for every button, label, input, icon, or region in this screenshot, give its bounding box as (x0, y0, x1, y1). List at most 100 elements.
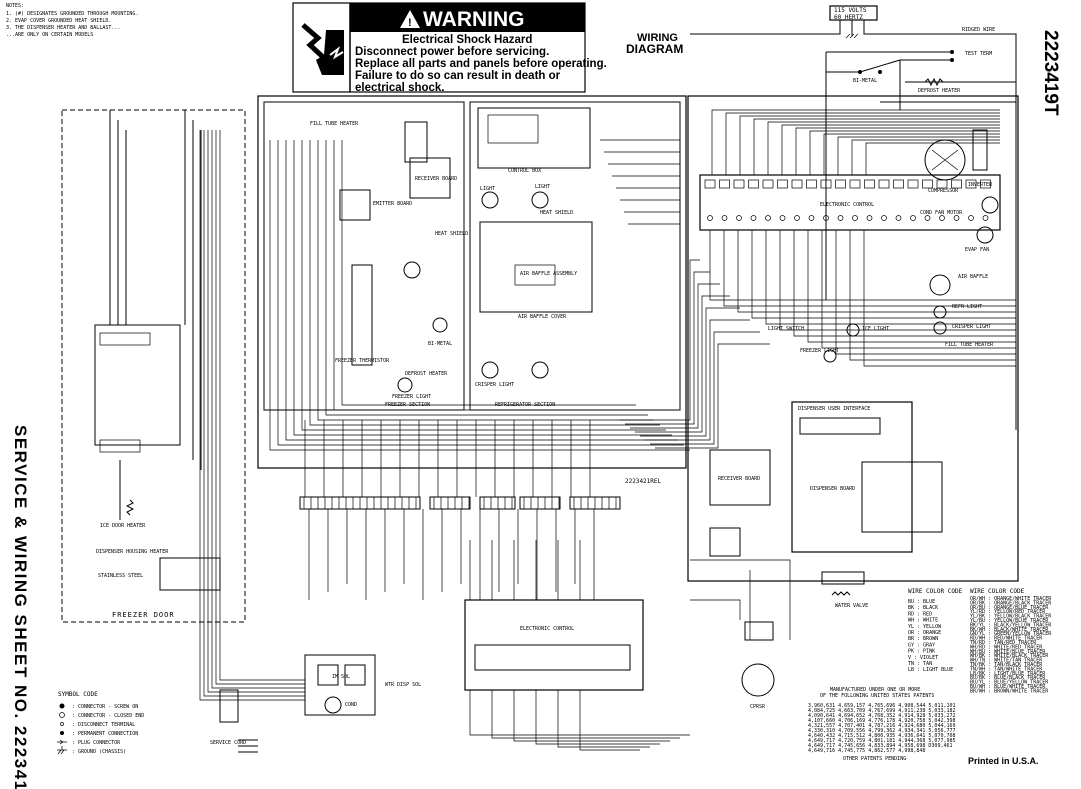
main-frame (257, 95, 687, 469)
board-pin (864, 179, 875, 189)
wire (380, 420, 386, 592)
wire (513, 420, 519, 584)
wire (203, 130, 305, 697)
harness-connectors (299, 496, 621, 510)
wire (301, 140, 666, 431)
wire (437, 420, 443, 592)
wire (837, 136, 1000, 175)
wire (494, 420, 500, 592)
svg-text:RECEIVER BOARD: RECEIVER BOARD (415, 176, 457, 182)
connector-block (479, 496, 516, 510)
svg-text:LIGHT: LIGHT (535, 184, 550, 190)
board-pin (907, 179, 919, 189)
svg-text:NOTES:: NOTES: (6, 3, 24, 9)
wire (199, 130, 305, 701)
wire (795, 127, 1000, 175)
solenoids: IM SOL WTR DISP SOL COND (304, 654, 421, 716)
tracer-code-entry: WH/RD : WHITE/RED TRACER (970, 644, 1043, 650)
wire (323, 420, 329, 592)
ground-icon (57, 746, 67, 755)
board-pin (806, 179, 817, 189)
svg-text:TEST TERM: TEST TERM (965, 51, 992, 57)
bottom-electronic-control: ELECTRONIC CONTROL (464, 599, 644, 691)
board-terminal (953, 215, 960, 221)
air-baffle-motor: AIR BAFFLE (929, 274, 988, 296)
wire (765, 230, 1016, 325)
board-pin (719, 179, 730, 189)
wire (709, 230, 1016, 301)
svg-text:Replace all parts and panels b: Replace all parts and panels before oper… (355, 58, 607, 70)
svg-text:ICE DOOR HEATER: ICE DOOR HEATER (100, 523, 146, 529)
right-frame (687, 95, 1019, 582)
board-pin (951, 179, 962, 189)
patent-row: 4,649,716 4,745,775 4,862,577 4,998,848 (808, 748, 925, 754)
svg-text:FREEZER THERMISTOR: FREEZER THERMISTOR (335, 358, 390, 364)
svg-text:COND FAN MOTOR: COND FAN MOTOR (920, 210, 963, 216)
tracer-code-entry: BK/WH : BLACK/WHITE TRACER (970, 627, 1049, 633)
defrost-heater-icon (924, 77, 944, 87)
wire (475, 420, 481, 600)
water-valve: WATER VALVE (821, 571, 868, 609)
wire (211, 130, 305, 689)
board-pin (893, 179, 904, 189)
svg-text:Electrical Shock Hazard: Electrical Shock Hazard (402, 34, 532, 46)
board-pin (849, 179, 861, 189)
board-terminal (837, 215, 844, 221)
wire (491, 540, 680, 739)
svg-text:WATER VALVE: WATER VALVE (835, 603, 868, 609)
svg-text:60 HERTZ: 60 HERTZ (834, 14, 863, 21)
tracer-code-entry: LB/BK : LIGHT/BLUE TRACER (970, 671, 1046, 677)
svg-text:IM SOL: IM SOL (332, 674, 350, 680)
connector-block (519, 496, 561, 510)
permanent-connection-icon (60, 731, 64, 735)
color-code-entry: WH : WHITE (908, 618, 938, 624)
wire (650, 331, 760, 445)
svg-text:AIR BAFFLE COVER: AIR BAFFLE COVER (518, 314, 567, 320)
control-box: CONTROL BOX (477, 107, 591, 174)
wire (737, 230, 1016, 313)
service-cord: SERVICE CORD (210, 689, 258, 753)
connector-screw-on-icon (59, 703, 65, 709)
wire (620, 259, 700, 421)
tracer-code-entry: BU/BK : BLUE/BLACK TRACER (970, 675, 1046, 681)
electrical-shock-hand-icon (301, 23, 344, 75)
color-code-entry: PK : PINK (908, 649, 935, 655)
tracer-code-entry: WH/TN : WHITE/TAN TRACER (970, 658, 1043, 664)
patent-row: 4,321,557 4,707,401 4,787,216 4,924,680 … (808, 723, 956, 729)
svg-text:ELECTRONIC CONTROL: ELECTRONIC CONTROL (520, 626, 574, 632)
part-number-label: 2223421REL (625, 478, 662, 485)
inverter-cprsr: CPRSR (741, 621, 775, 710)
refrigerator-light: LIGHT LIGHT HEAT SHIELD (480, 184, 573, 216)
svg-text:REFR LIGHT: REFR LIGHT (952, 304, 982, 310)
wire (725, 112, 1000, 175)
wire (690, 559, 791, 640)
svg-text:EVAP FAN: EVAP FAN (965, 247, 989, 253)
wire (317, 140, 654, 421)
refrigerator-section-box (469, 101, 681, 411)
svg-text:MANUFACTURED UNDER ONE OR MORE: MANUFACTURED UNDER ONE OR MORE (830, 687, 920, 693)
tracer-code-entry: YL/BU : YELLOW/BLUE TRACER (970, 618, 1049, 624)
board-pin (965, 179, 977, 189)
plug-connector-icon (57, 739, 67, 745)
cond-fan-motor: COND FAN MOTOR (920, 196, 999, 216)
tracer-code-entry: WH/BU : WHITE/BLUE TRACER (970, 649, 1046, 655)
color-code-entry: GY : GRAY (908, 642, 935, 648)
diagram-heading-1: WIRING (637, 32, 678, 44)
board-pin (777, 179, 788, 189)
wire (781, 124, 1000, 175)
tracer-code-entry: OR/BK : ORANGE/BLACK TRACER (970, 600, 1052, 606)
board-pin (878, 179, 890, 189)
svg-text:WIRE COLOR CODE: WIRE COLOR CODE (908, 588, 963, 595)
patent-row: 4,084,725 4,663,709 4,767,699 4,911,238 … (808, 708, 956, 714)
board-terminal (924, 215, 931, 221)
board-terminal (721, 215, 728, 221)
ground-icon (845, 33, 859, 39)
board-terminal (881, 215, 887, 221)
svg-text:OTHER PATENTS PENDING: OTHER PATENTS PENDING (843, 756, 906, 762)
svg-text:LIGHT: LIGHT (480, 186, 495, 192)
board-terminal (939, 215, 945, 221)
wire (293, 140, 672, 436)
svg-text:HEAT SHIELD: HEAT SHIELD (435, 231, 468, 237)
svg-text:FILL TUBE HEATER: FILL TUBE HEATER (310, 121, 359, 127)
